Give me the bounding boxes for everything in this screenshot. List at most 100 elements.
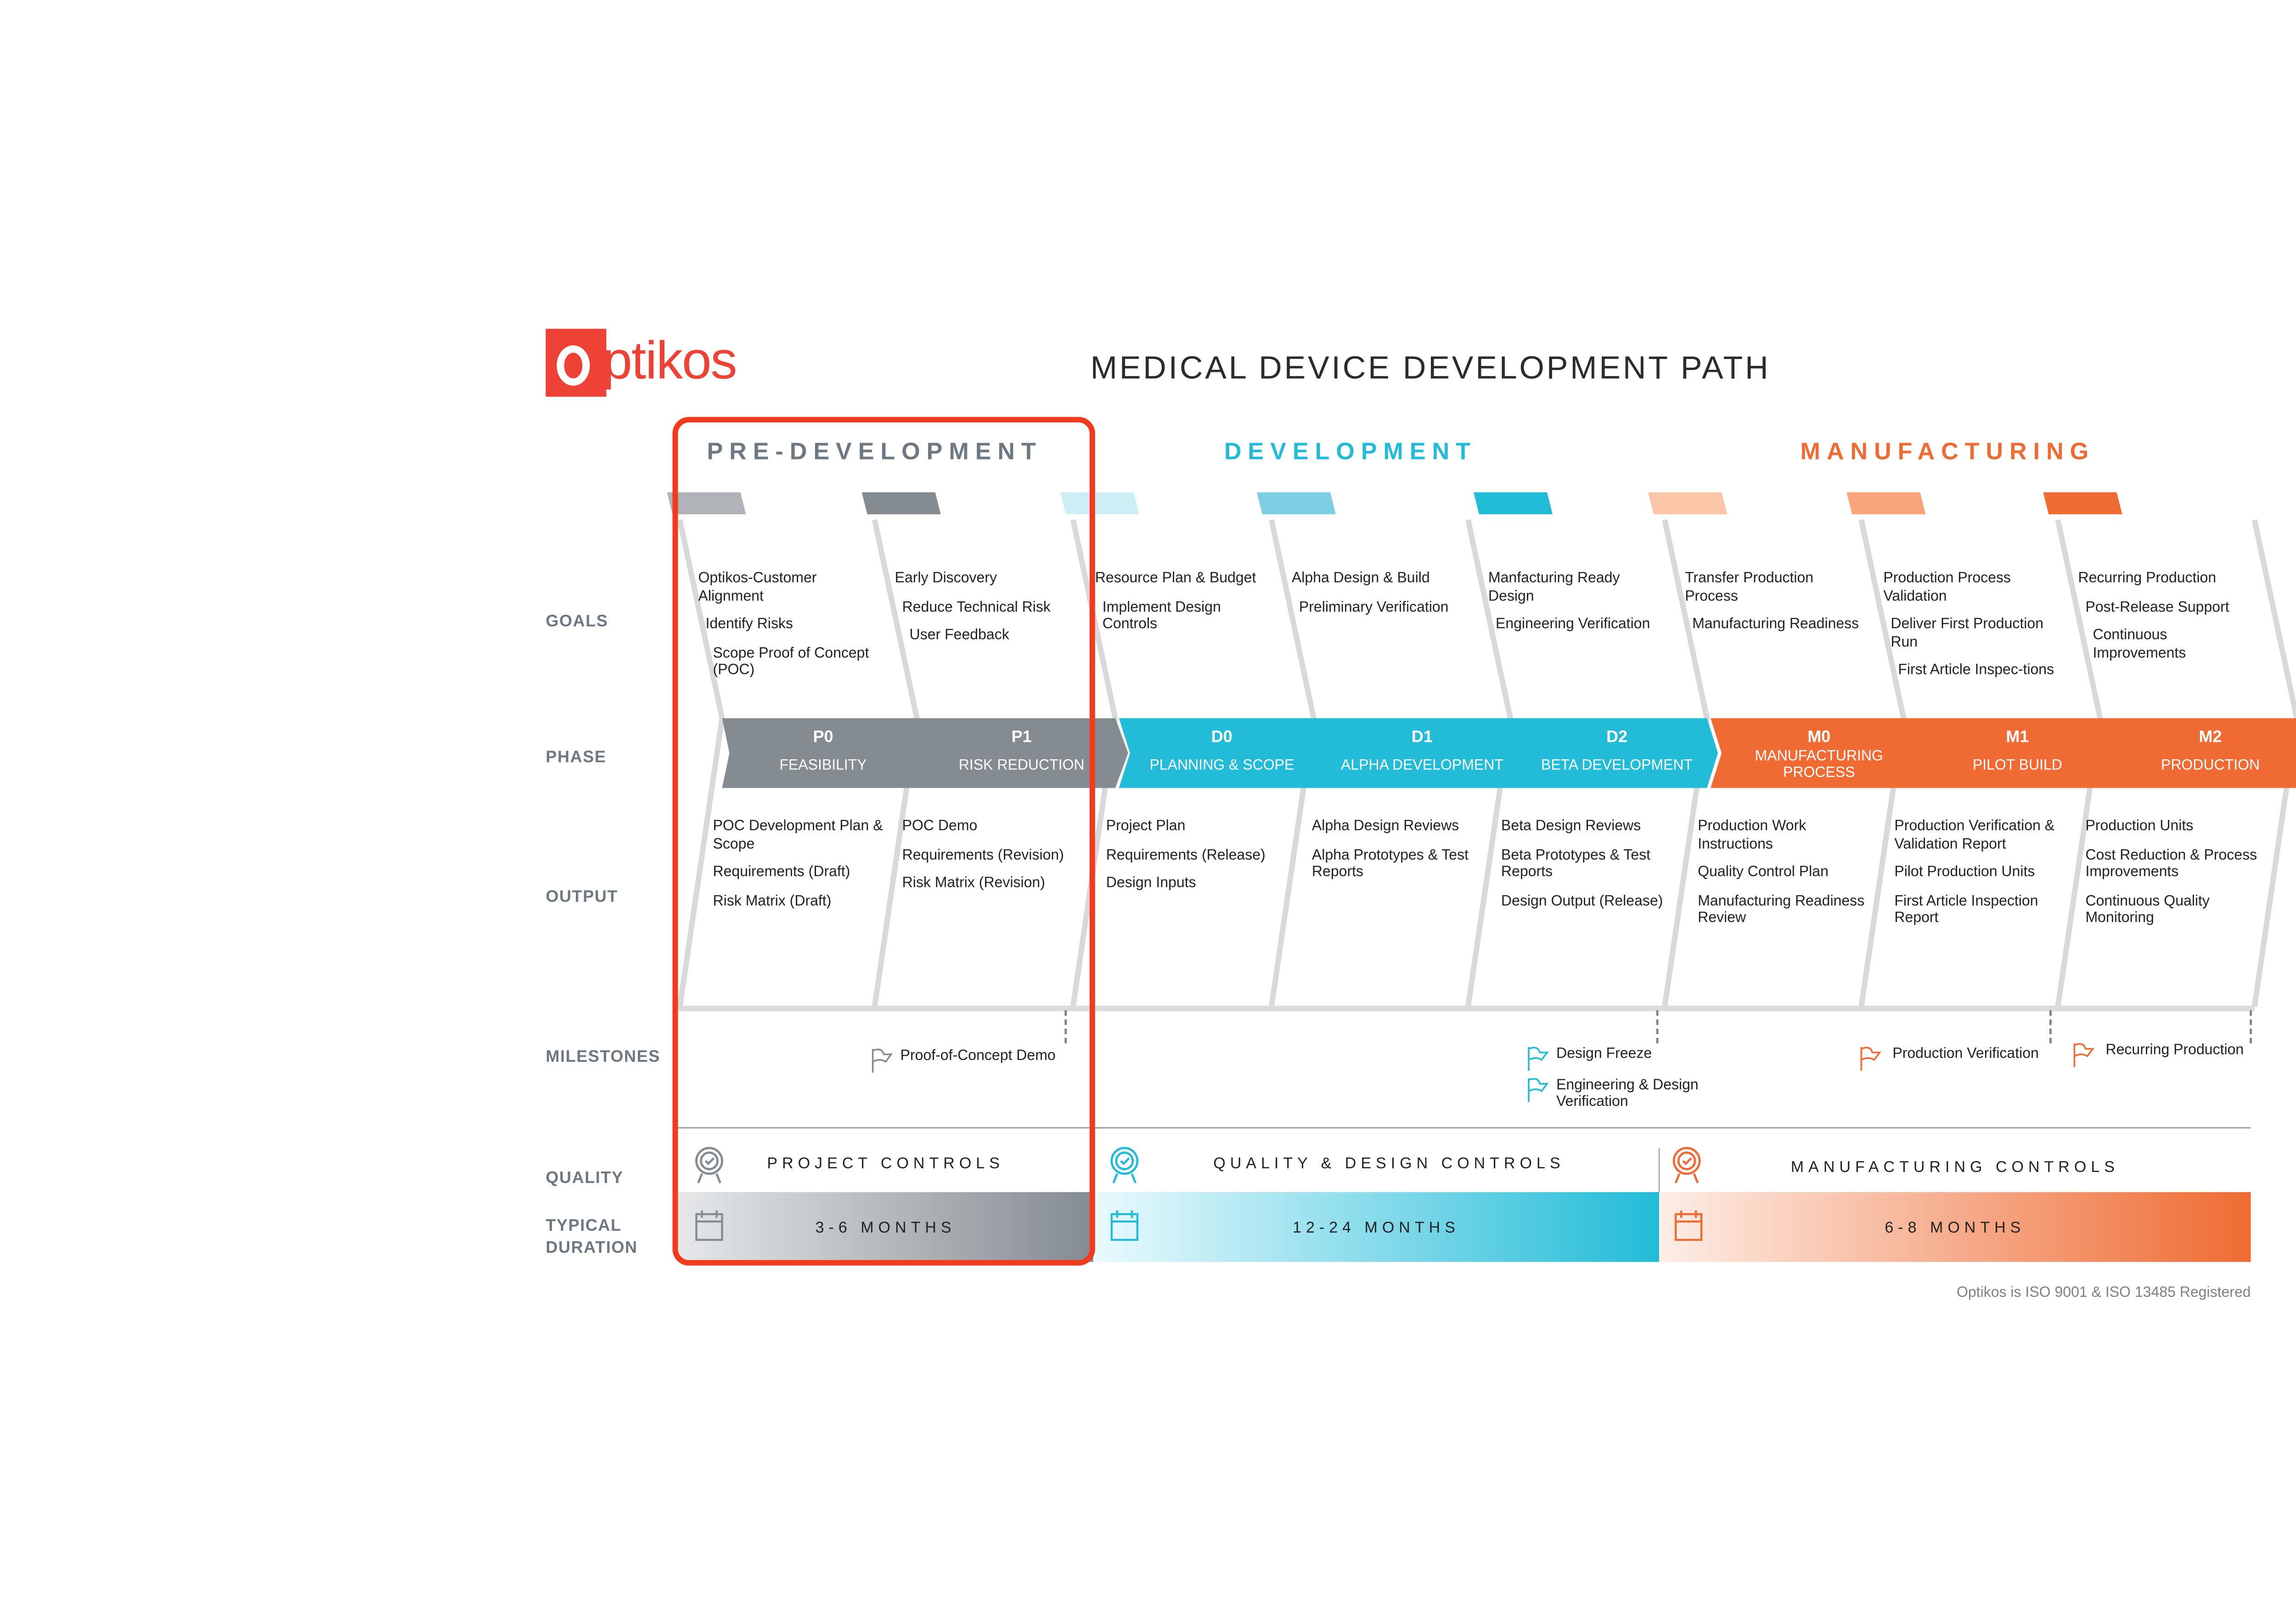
duration-dev: 12-24 MONTHS: [1293, 1217, 1460, 1236]
goal-item: Manufacturing Readiness: [1692, 615, 1859, 632]
milestone-engineering-verification: Engineering & Design Verification: [1527, 1076, 1711, 1110]
goal-item: Implement Design Controls: [1102, 598, 1221, 632]
phase-band-mfg: [1711, 718, 2296, 788]
quality-badge-icons: [695, 1147, 1701, 1183]
phase-name: RISK REDUCTION: [958, 757, 1085, 774]
output-item: Requirements (Draft): [713, 863, 850, 880]
flag-icon: [2073, 1043, 2095, 1067]
milestone-proof-of-concept: Proof-of-Concept Demo: [871, 1047, 1056, 1073]
tab-m0: [1648, 492, 1728, 515]
tab-m1: [1846, 492, 1926, 515]
goal-item: Early Discovery: [895, 569, 997, 586]
row-label-output: OUTPUT: [546, 887, 619, 906]
phase-name: PRODUCTION: [2161, 757, 2260, 774]
output-item: Production Work Instructions: [1698, 817, 1806, 852]
goal-item: Preliminary Verification: [1299, 598, 1449, 615]
goal-item: Transfer Production Process: [1685, 569, 1814, 604]
goal-item: Optikos-Customer Alignment: [698, 569, 817, 604]
row-label-milestones: MILESTONES: [546, 1047, 660, 1065]
phase-band-pre: [722, 718, 1128, 788]
goal-item: Continuous Improvements: [2093, 626, 2186, 661]
phase-code: P1: [1011, 727, 1032, 746]
goal-item: First Article Inspec-tions: [1898, 661, 2054, 678]
phase-code: D0: [1211, 727, 1232, 746]
output-item: Alpha Design Reviews: [1311, 817, 1459, 834]
calendar-icon: [1674, 1210, 1703, 1241]
output-item: First Article Inspection Report: [1894, 891, 2038, 926]
highlight-box-pre-development: [672, 417, 1095, 1266]
section-pre-development: PRE-DEVELOPMENT: [707, 437, 1042, 465]
output-item: Risk Matrix (Revision): [902, 874, 1045, 891]
section-manufacturing: MANUFACTURING: [1800, 437, 2095, 465]
phase-code: D1: [1411, 727, 1433, 746]
phase-name: MANUFACTURING PROCESS: [1755, 747, 1883, 781]
duration-mfg: 6-8 MONTHS: [1885, 1217, 2026, 1236]
output-item: Risk Matrix (Draft): [713, 891, 832, 908]
duration-pre: 3-6 MONTHS: [815, 1217, 956, 1236]
output-item: Project Plan: [1106, 817, 1186, 834]
duration-band-pre: [676, 1192, 1093, 1262]
output-item: Beta Prototypes & Test Reports: [1501, 846, 1651, 880]
output-item: Continuous Quality Monitoring: [2085, 891, 2210, 926]
milestone-markers: [1064, 1010, 2252, 1043]
goal-item: Alpha Design & Build: [1291, 569, 1430, 586]
duration-band-mfg: [1659, 1192, 2251, 1262]
flag-icon: [1528, 1047, 1549, 1071]
goal-item: Deliver First Production Run: [1891, 615, 2044, 650]
phase-code: P0: [813, 727, 833, 746]
flag-icon: [1860, 1047, 1881, 1071]
quality-project-controls: PROJECT CONTROLS: [767, 1153, 1004, 1172]
row-label-goals: GOALS: [546, 611, 608, 630]
tab-d0: [1060, 492, 1139, 515]
goal-item: Recurring Production: [2078, 569, 2217, 586]
goal-item: Scope Proof of Concept (POC): [713, 644, 869, 678]
optikos-logo: ptikos: [546, 329, 766, 402]
goal-item: Manfacturing Ready Design: [1488, 569, 1620, 604]
phase-band-dev: [1119, 718, 1718, 788]
flag-icon: [1528, 1078, 1549, 1102]
output-item: Cost Reduction & Process Improvements: [2085, 846, 2257, 880]
tab-p0: [667, 492, 746, 515]
tab-d1: [1256, 492, 1336, 515]
duration-band-dev: [1093, 1192, 1660, 1262]
goal-item: Reduce Technical Risk: [902, 598, 1051, 615]
page-title: MEDICAL DEVICE DEVELOPMENT PATH: [1090, 349, 1771, 386]
output-item: Design Inputs: [1106, 874, 1196, 891]
goal-item: Resource Plan & Budget: [1095, 569, 1256, 586]
quality-design-controls: QUALITY & DESIGN CONTROLS: [1213, 1153, 1565, 1172]
badge-icon: [1110, 1147, 1139, 1183]
output-item: Requirements (Release): [1106, 846, 1266, 863]
milestone-production-verification: Production Verification: [1859, 1045, 2039, 1071]
output-item: Production Verification & Validation Rep…: [1894, 817, 2055, 852]
milestone-design-freeze: Design Freeze: [1527, 1045, 1652, 1071]
tab-p1: [861, 492, 941, 515]
output-item: Beta Design Reviews: [1501, 817, 1641, 834]
output-item: Manufacturing Readiness Review: [1698, 891, 1865, 926]
goal-item: Post-Release Support: [2085, 598, 2229, 615]
output-item: Requirements (Revision): [902, 846, 1064, 863]
phase-name: BETA DEVELOPMENT: [1541, 757, 1693, 774]
calendar-icon: [695, 1210, 723, 1241]
output-item: Quality Control Plan: [1698, 863, 1829, 880]
milestone-recurring-production: Recurring Production: [2072, 1042, 2244, 1067]
